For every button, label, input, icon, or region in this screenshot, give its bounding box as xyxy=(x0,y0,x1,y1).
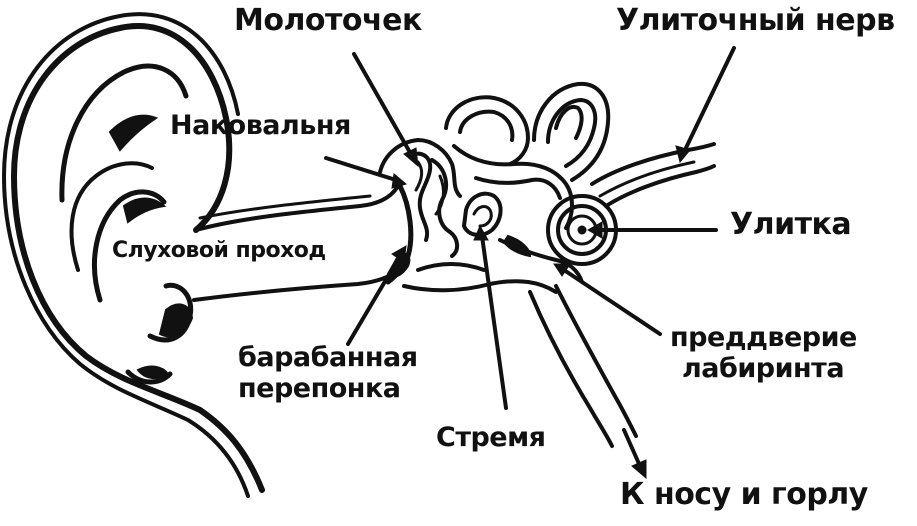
anvil-bone xyxy=(430,158,459,258)
pointer-lines xyxy=(324,46,736,480)
label-ear-canal: Слуховой проход xyxy=(112,238,326,263)
cochlear-nerve xyxy=(590,142,716,208)
label-eardrum: барабанная перепонка xyxy=(238,342,418,404)
label-eardrum-line1: барабанная xyxy=(238,342,418,373)
label-vestibule-line1: преддверие xyxy=(670,322,857,353)
stirrup-bone xyxy=(462,191,503,237)
semicircular-canals xyxy=(444,81,611,284)
label-stirrup: Стремя xyxy=(436,422,546,453)
label-anvil: Наковальня xyxy=(170,110,351,141)
label-vestibule-line2: лабиринта xyxy=(682,353,845,385)
outer-ear-pinna xyxy=(2,12,265,498)
label-eardrum-line2: перепонка xyxy=(238,373,401,405)
label-hammer: Молоточек xyxy=(234,3,422,38)
ossicles xyxy=(408,151,503,258)
label-cochlea: Улитка xyxy=(730,207,852,242)
label-vestibule: преддверие лабиринта xyxy=(670,322,857,384)
label-cochlear-nerve: Улиточный нерв xyxy=(616,3,895,38)
eustachian-tube xyxy=(528,284,638,448)
label-to-nose-throat: К носу и горлу xyxy=(620,477,868,512)
hammer-bone xyxy=(408,151,433,242)
